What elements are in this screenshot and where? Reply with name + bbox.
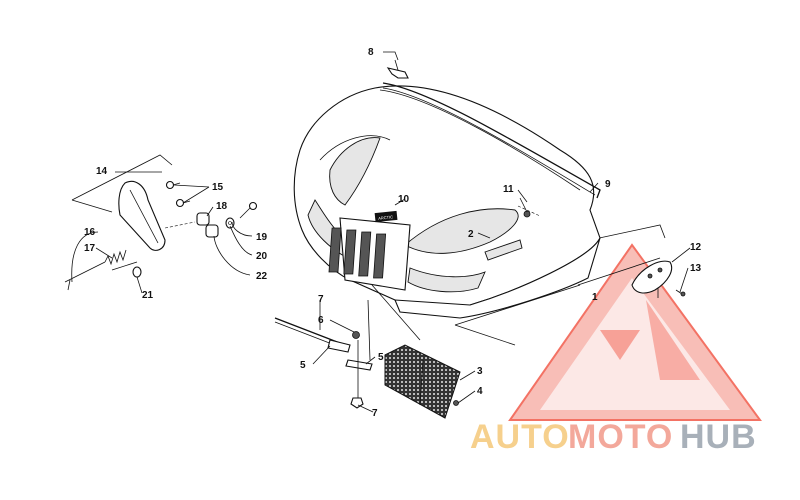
- callout-9: 8: [368, 47, 374, 58]
- callout-2: 2: [468, 229, 474, 240]
- leader-lines: [71, 51, 691, 413]
- handle-13: [631, 260, 673, 298]
- watermark-logo: AUTO MOTO HUB: [470, 243, 762, 456]
- callout-14: 13: [690, 263, 702, 274]
- watermark-triangle-icon: [508, 243, 762, 421]
- nut-6: [352, 331, 360, 339]
- callout-6: 6: [318, 315, 324, 326]
- screw-4: [453, 400, 459, 406]
- fastener-14: [675, 289, 686, 297]
- callout-20: 19: [256, 232, 268, 243]
- callout-13: 12: [690, 242, 702, 253]
- grommet-19: [196, 212, 210, 226]
- callout-15: 14: [96, 166, 108, 177]
- watermark-text-moto: MOTO: [568, 418, 673, 456]
- watermark-text-auto: AUTO: [470, 418, 570, 456]
- callout-3: 3: [477, 366, 483, 377]
- latch-bracket-5-a: [327, 339, 351, 353]
- callout-4: 4: [477, 386, 483, 397]
- mesh-screen-3: [384, 344, 461, 419]
- callout-21-a: 20: [256, 251, 268, 262]
- latch-bracket-5-b: [345, 359, 373, 371]
- marker-12: [517, 197, 541, 217]
- callout-5-a: 5: [300, 360, 306, 371]
- headlight-assembly-15: [64, 154, 258, 291]
- callouts: 8 9 10 11 2 1 12 13 14 15 18 19 20 22 16…: [84, 47, 702, 419]
- washer-21-b: [132, 266, 142, 278]
- badge-text: ARCTIC: [378, 214, 393, 221]
- callout-7: 7: [372, 408, 378, 419]
- callout-21-b: 21: [142, 290, 154, 301]
- hood-badge: ARCTIC: [374, 210, 398, 223]
- bolt-20: [239, 201, 258, 219]
- spring-18: [104, 249, 127, 266]
- callout-11: 10: [398, 194, 410, 205]
- seal-strip-10: [382, 82, 601, 199]
- hood-grille: [328, 217, 411, 291]
- callout-12: 11: [503, 184, 514, 195]
- callout-22: 22: [256, 271, 268, 282]
- clip-9: [386, 59, 409, 79]
- callout-5-b: 5: [378, 352, 384, 363]
- callout-19: 18: [216, 201, 228, 212]
- callout-18: 17: [84, 243, 96, 254]
- adjuster-screw-17: [64, 261, 106, 291]
- callout-16: 15: [212, 182, 224, 193]
- callout-17: 16: [84, 227, 96, 238]
- callout-8: 7: [318, 294, 324, 305]
- callout-1: 1: [592, 292, 598, 303]
- hood-assembly: ARCTIC: [293, 85, 601, 319]
- bracket-1: [454, 224, 666, 346]
- callout-10: 9: [605, 179, 611, 190]
- watermark-text-hub: HUB: [680, 418, 757, 456]
- washer-21-a: [225, 217, 235, 229]
- bushing-22: [205, 224, 219, 238]
